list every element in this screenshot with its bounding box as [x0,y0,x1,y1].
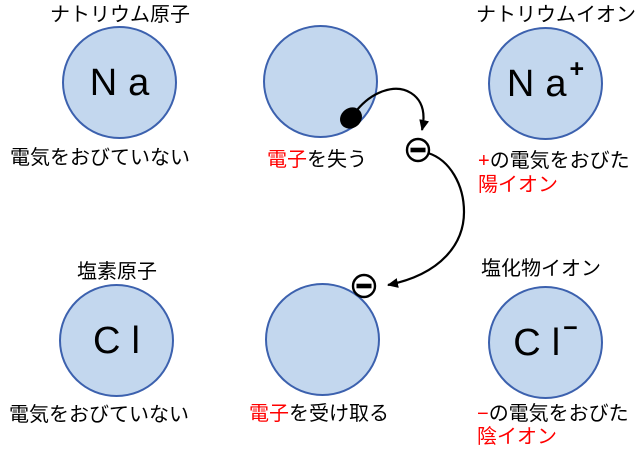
na-ion-symbol: Na+ [506,55,585,105]
cl-atom-circle: Cl [59,284,174,397]
na-atom-circle: Na [62,26,177,139]
na-ion-caption-highlight: + [478,150,490,172]
na-ion-caption-line2: 陽イオン [478,174,558,196]
electron-minus-icon-top [405,137,431,163]
na-ion-circle: Na+ [488,27,603,140]
na-ion-caption-line1: +の電気をおびた [478,150,630,173]
cl-ion-caption-line1: −の電気をおびた [477,403,629,426]
na-atom-caption: 電気をおびていない [10,147,190,169]
cl-ion-title: 塩化物イオン [481,258,601,280]
cl-ion-symbol: Cl− [513,314,578,364]
cl-ion-caption-rest: の電気をおびた [488,403,629,425]
na-atom-title: ナトリウム原子 [50,4,190,26]
cl-ion-circle: Cl− [488,286,603,399]
cl-transfer-caption-rest: を受け取る [289,403,389,425]
cl-transfer-caption-highlight: 電子 [249,403,289,425]
cl-atom-symbol: Cl [93,319,151,362]
na-transfer-caption-rest: を失う [307,149,367,171]
na-ion-title: ナトリウムイオン [476,4,636,26]
na-transfer-circle [263,25,378,138]
na-ion-charge: + [569,55,585,83]
cl-transfer-caption: 電子を受け取る [249,403,389,426]
cl-atom-title: 塩素原子 [77,261,157,283]
cl-ion-caption-highlight: − [477,403,489,425]
na-transfer-caption: 電子を失う [267,149,367,172]
na-transfer-caption-highlight: 電子 [267,149,307,171]
na-ion-caption-rest: の電気をおびた [489,150,630,172]
cl-transfer-circle [265,283,380,396]
cl-atom-caption: 電気をおびていない [9,404,189,426]
cl-ion-charge: − [563,314,578,342]
cl-ion-caption-line2: 陰イオン [477,426,557,448]
na-atom-symbol: Na [89,61,161,104]
